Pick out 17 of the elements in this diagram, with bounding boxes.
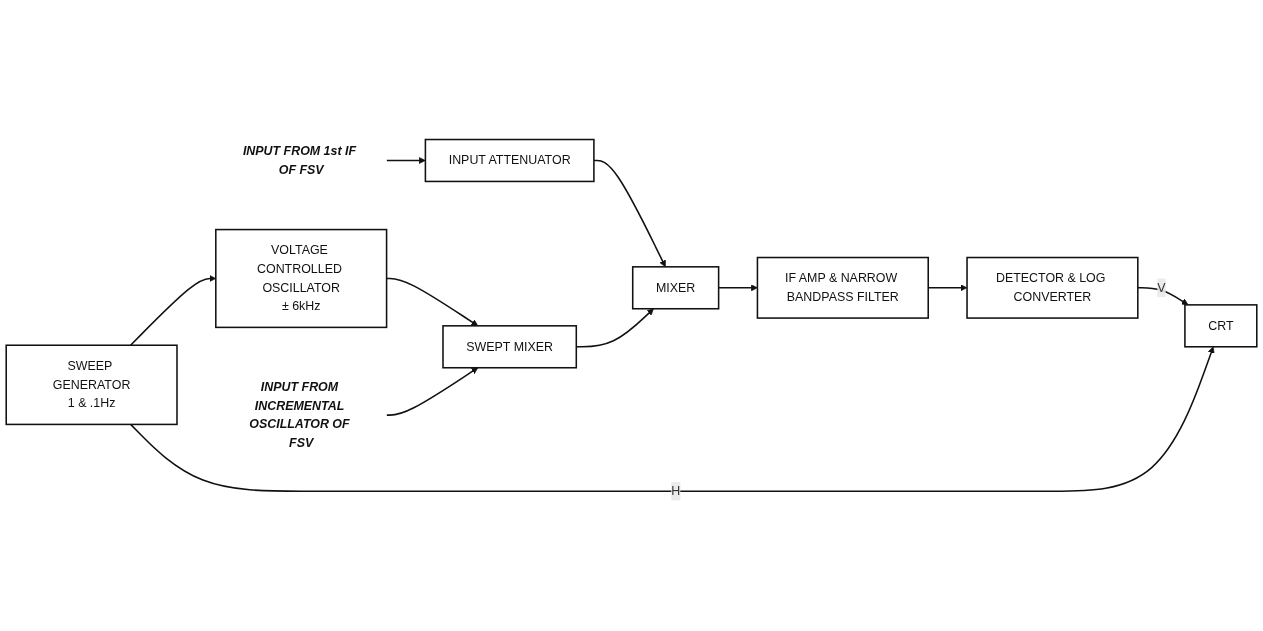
edge-label: V bbox=[1157, 280, 1166, 295]
edge-label: H bbox=[671, 484, 681, 498]
node-box: IF AMP & NARROW BANDPASS FILTER bbox=[756, 256, 929, 319]
node-text: INPUT FROM INCREMENTAL OSCILLATOR OF FSV bbox=[249, 380, 350, 450]
node-box: SWEEP GENERATOR 1 & .1Hz bbox=[5, 344, 178, 426]
node-text: INPUT FROM 1st IF OF FSV bbox=[242, 144, 357, 177]
arrow bbox=[593, 159, 666, 268]
arrow bbox=[385, 157, 426, 165]
arrow bbox=[1137, 287, 1189, 306]
arrow bbox=[385, 367, 479, 416]
node-box: SWEPT MIXER bbox=[442, 325, 578, 369]
node-box: MIXER bbox=[631, 266, 720, 310]
node-box: INPUT ATTENUATOR bbox=[424, 138, 595, 183]
arrow bbox=[129, 346, 1215, 493]
node-box: CRT bbox=[1184, 304, 1258, 348]
node-box: DETECTOR & LOG CONVERTER bbox=[966, 256, 1139, 319]
node-box: VOLTAGE CONTROLLED OSCILLATOR ± 6kHz bbox=[215, 228, 388, 329]
